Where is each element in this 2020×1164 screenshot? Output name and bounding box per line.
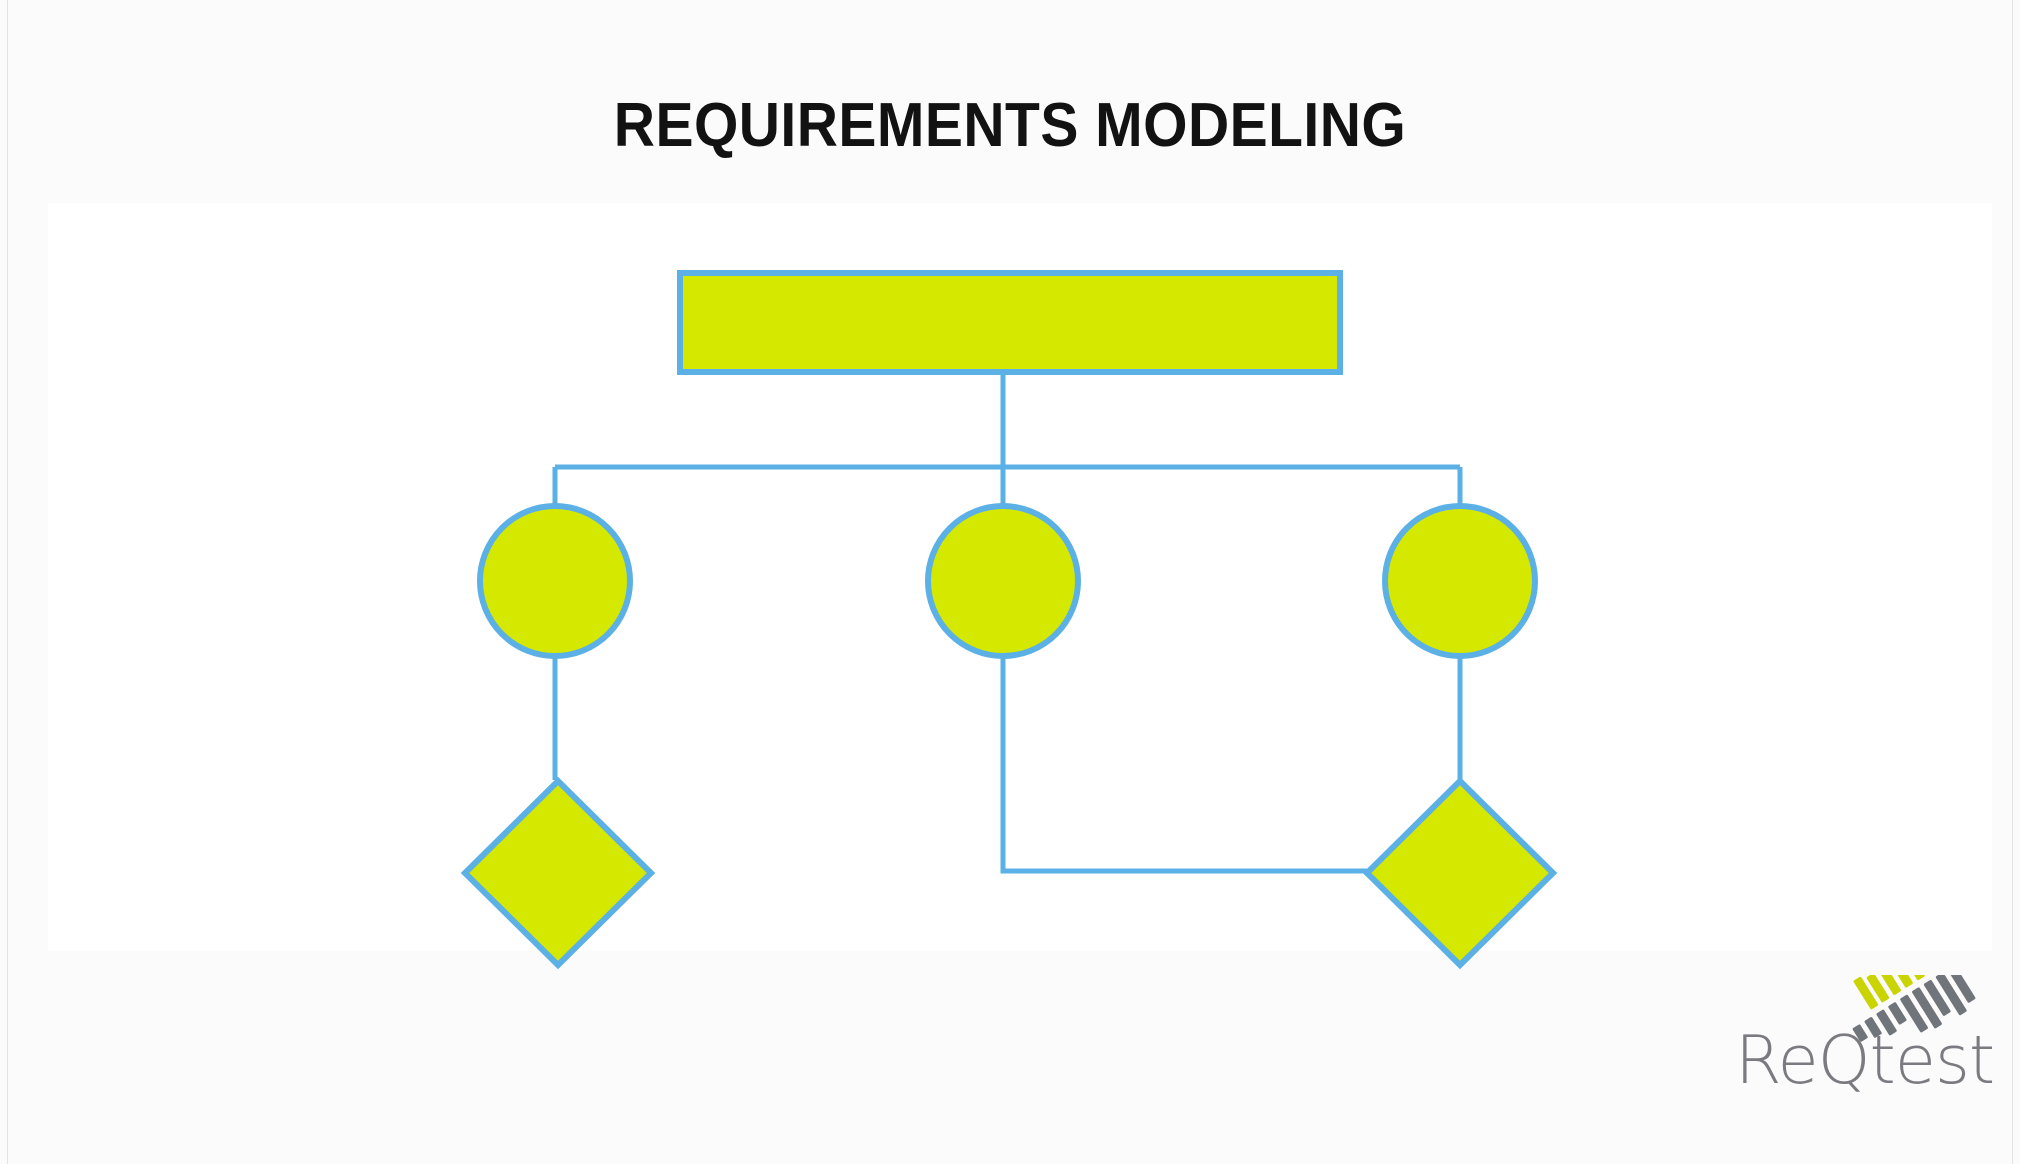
reqtest-logo: ReQtest [1735,940,2005,1099]
edge-branch-center-to-decision-right [1000,658,1367,874]
page-edge-left-rule [7,0,8,1164]
node-branch-right-circle[interactable] [1382,503,1538,659]
node-root-rectangle[interactable] [677,270,1343,375]
reqtest-bars-mark [1852,940,1976,1042]
node-group [460,270,1558,970]
page-edge-right-rule [2012,0,2013,1164]
node-branch-left-circle[interactable] [477,503,633,659]
reqtest-wordmark: ReQtest [1735,1021,1995,1099]
node-branch-center-circle[interactable] [925,503,1081,659]
logo-bars-gray-row [1852,965,1976,1042]
connector-group [552,372,1463,874]
node-decision-right-diamond[interactable] [1362,776,1558,970]
node-decision-left-diamond[interactable] [460,776,656,970]
page-title: REQUIREMENTS MODELING [613,91,1407,160]
